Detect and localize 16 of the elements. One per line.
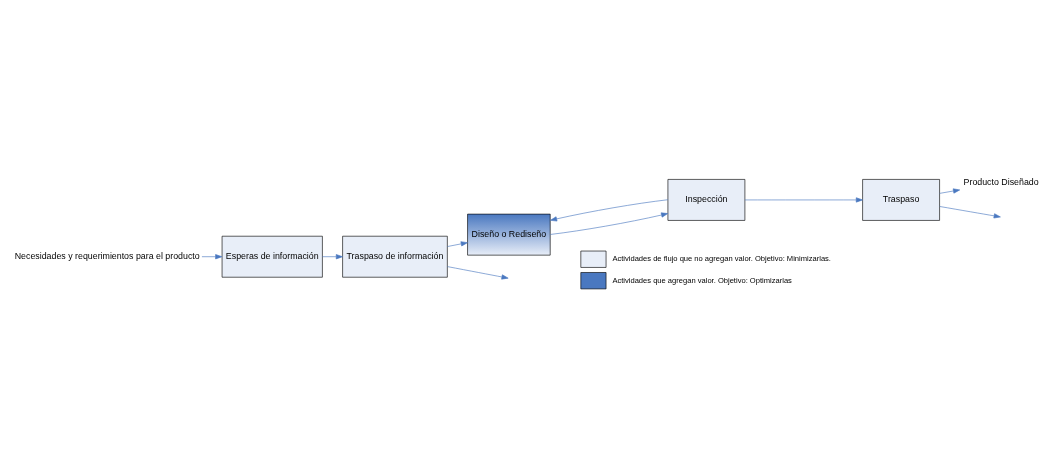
arrow bbox=[744, 196, 863, 202]
arrow bbox=[939, 188, 961, 194]
node-text: Producto Diseñado bbox=[963, 176, 1039, 187]
node-text: Necesidades y requerimientos para el producto bbox=[14, 250, 200, 261]
arrow bbox=[939, 205, 1001, 218]
arrow bbox=[550, 212, 669, 235]
node-box: Inspección bbox=[667, 178, 746, 221]
arrow bbox=[322, 253, 343, 259]
arrow bbox=[201, 253, 223, 259]
arrow bbox=[447, 240, 468, 247]
node-box: Traspaso de información bbox=[342, 235, 448, 278]
node-box: Diseño o Rediseño bbox=[467, 213, 551, 255]
node-box: Traspaso bbox=[862, 178, 940, 221]
node-box: Esperas de información bbox=[221, 235, 323, 278]
arrow bbox=[447, 265, 509, 279]
arrow bbox=[550, 198, 669, 221]
